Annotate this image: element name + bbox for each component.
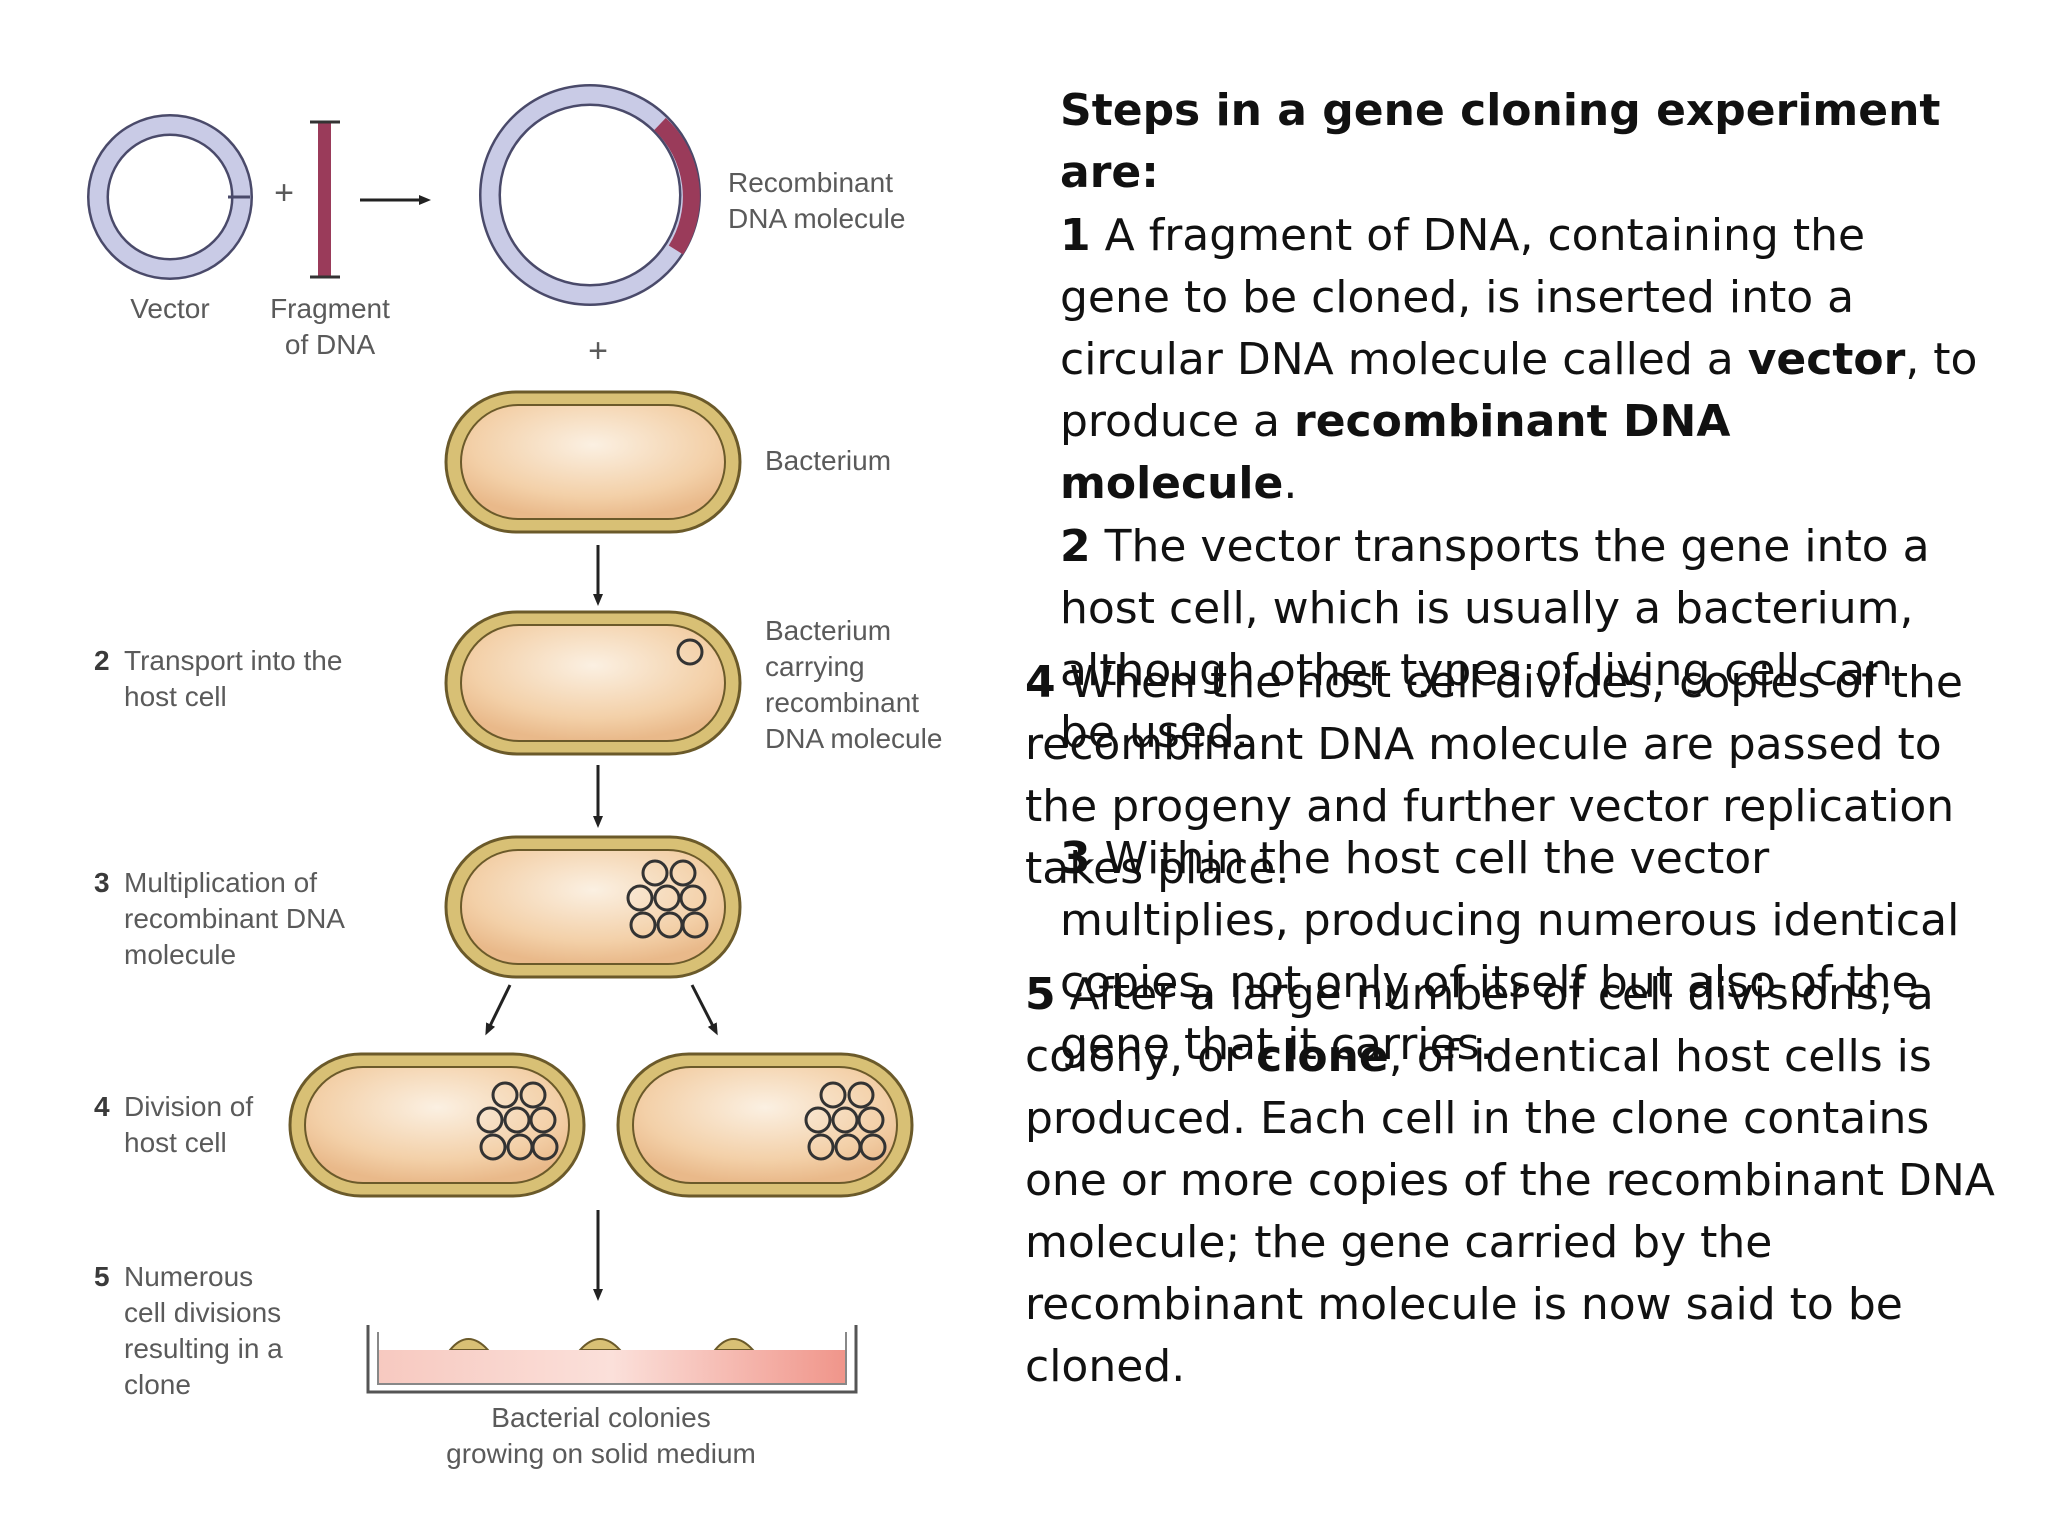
bacterium-carrying-label-line1: Bacterium [765,615,891,646]
plasmid-ring [479,1133,507,1161]
bacterium-multiplying-plasmids [444,835,742,979]
plasmid-ring [641,859,669,887]
bacterium-carrying-label-line2: carrying [765,651,865,682]
bacterium-carrying-label-line3: recombinant [765,687,919,718]
step-5-label-line1: Numerous [124,1261,253,1292]
vector-plasmid [87,114,253,280]
plasmid-ring [847,1081,875,1109]
plasmid-cluster [626,859,709,939]
plasmid-ring [681,911,709,939]
arrow-split-right [690,984,718,1036]
step-4-label-line1: Division of [124,1091,253,1122]
step-5-number: 5 [94,1261,110,1292]
plasmid-ring [857,1106,885,1134]
bacterium-label: Bacterium [765,445,891,476]
recombinant-dna-molecule [479,84,701,306]
step-3-text: 3 Within the host cell the vector multip… [1060,833,1960,1070]
plasmid-ring [629,911,657,939]
plus-sign-2: + [588,332,608,370]
plasmid-cluster-right [804,1081,887,1161]
petri-dish [366,1325,858,1394]
step-2-label-line1: Transport into the [124,645,342,676]
step-2-number: 2 [94,645,110,676]
recombinant-label-line1: Recombinant [728,167,893,198]
plasmid-ring [804,1106,832,1134]
dna-fragment [310,120,340,279]
plasmid-ring [819,1081,847,1109]
colonies-label-line1: Bacterial colonies [491,1402,710,1433]
step-4-text: 4 When the host cell divides, copies of … [1025,657,1963,894]
step-4-number: 4 [94,1091,110,1122]
step-5-text-number: 5 [1025,969,1056,1020]
step-3-text-number: 3 [1060,833,1091,884]
plasmid-ring [831,1106,859,1134]
step-5-label-line4: clone [124,1369,191,1400]
plus-sign-1: + [274,174,294,212]
step-3-label-line3: molecule [124,939,236,970]
fragment-label-line1: Fragment [270,293,390,324]
plasmid-ring [859,1133,887,1161]
vector-label: Vector [130,293,209,324]
step-3-label-line1: Multiplication of [124,867,317,898]
colonies-label-line2: growing on solid medium [446,1438,756,1469]
bacterium-with-plasmid [444,610,742,756]
step-4-label-line2: host cell [124,1127,227,1158]
plasmid-ring [531,1133,559,1161]
step-3-label-line2: recombinant DNA [124,903,345,934]
step-5-text: 5 After a large number of cell divisions… [1025,969,1995,1392]
step-5-label-line3: resulting in a [124,1333,283,1364]
vector-term: vector [1747,334,1906,385]
plasmid-ring [679,884,707,912]
plasmid-ring [529,1106,557,1134]
step-4-text-number: 4 [1025,657,1056,708]
step-2-text-number: 2 [1060,521,1091,572]
step-2-label-line2: host cell [124,681,227,712]
bacterium-cell [444,390,742,534]
plasmid-cluster-left [476,1081,559,1161]
clone-term: clone [1256,1031,1389,1082]
fragment-label-line2: of DNA [285,329,376,360]
recombinant-label-line2: DNA molecule [728,203,905,234]
plasmid-ring [503,1106,531,1134]
daughter-cell-left [288,1052,586,1198]
plasmid-ring [653,884,681,912]
heading: Steps in a gene cloning experiment are: [1060,85,1941,198]
step-3-number: 3 [94,867,110,898]
bacterium-carrying-label-line4: DNA molecule [765,723,942,754]
daughter-cell-right [616,1052,914,1198]
step-2-text: 2 The vector transports the gene into a … [1060,521,1930,758]
step-1-text: 1 A fragment of DNA, containing the gene… [1060,210,1978,509]
step-1-number: 1 [1060,210,1091,261]
plasmid-ring [491,1081,519,1109]
arrow-split-left [485,984,512,1036]
plasmid-ring [626,884,654,912]
step-5-label-line2: cell divisions [124,1297,281,1328]
plasmid-ring [476,1106,504,1134]
recombinant-term: recombinant DNA molecule [1060,396,1731,509]
plasmid-ring [807,1133,835,1161]
plasmid-ring [669,859,697,887]
plasmid-ring [519,1081,547,1109]
